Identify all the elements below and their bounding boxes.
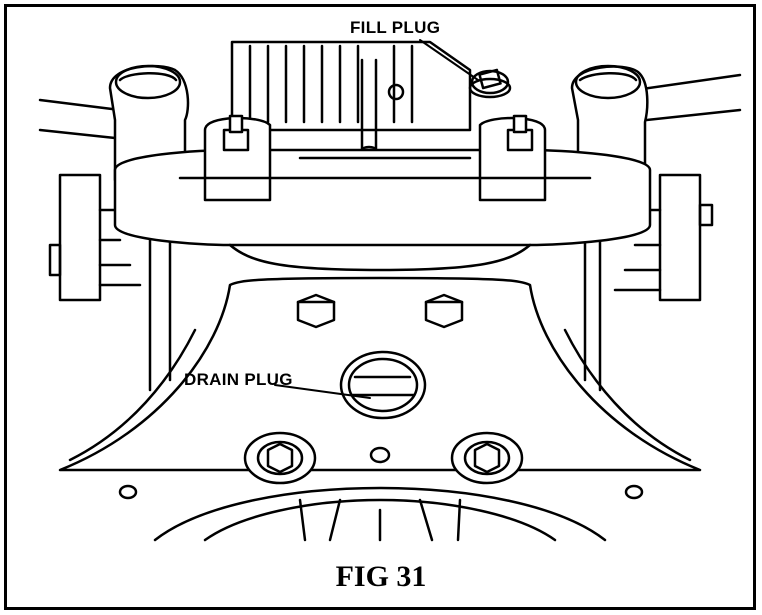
drain-plug-label: DRAIN PLUG <box>184 370 293 389</box>
top-bolts <box>222 114 534 152</box>
bottom-cover <box>153 486 607 542</box>
plate-bolts <box>296 293 464 329</box>
drain-plug <box>339 350 427 420</box>
fill-plug <box>468 68 512 99</box>
flange-bolts <box>118 431 644 500</box>
figure-caption: FIG 31 <box>335 560 427 593</box>
axle-illustration <box>38 39 742 542</box>
left-mount <box>38 64 190 392</box>
crossmember <box>113 116 652 272</box>
right-mount <box>570 64 742 392</box>
leader-lines <box>274 39 479 399</box>
fill-plug-label: FILL PLUG <box>350 18 441 37</box>
differential-housing <box>230 40 472 155</box>
